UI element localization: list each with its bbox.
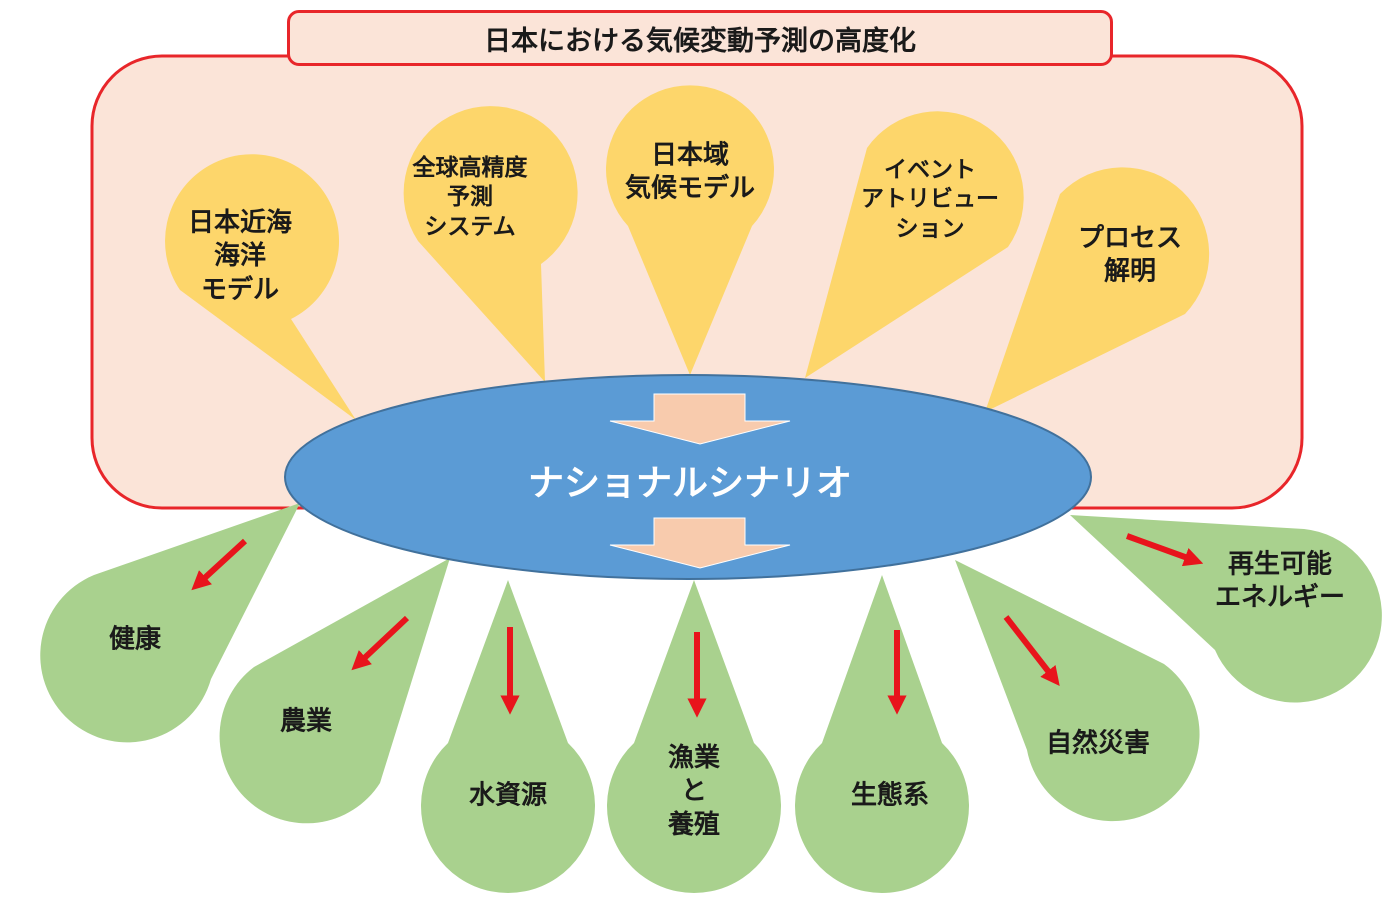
- label-line: 全球高精度: [412, 154, 528, 181]
- input-drop-nihoniki: [605, 85, 774, 375]
- national-scenario-ellipse: [284, 374, 1092, 580]
- output-drop-kenko: [40, 503, 301, 743]
- label-line: 養殖: [667, 809, 721, 840]
- flow-arrow-out: [609, 517, 791, 569]
- input-label-process: プロセス 解明: [1078, 223, 1182, 290]
- input-drop-event: [805, 111, 1024, 379]
- output-drop-seitai: [794, 575, 969, 894]
- output-label-saigai: 自然災害: [1046, 727, 1150, 760]
- label-line: モデル: [200, 274, 280, 305]
- input-label-kaiyo: 日本近海 海洋 モデル: [188, 207, 292, 307]
- label-line: プロセス: [1077, 223, 1183, 254]
- label-line: ション: [895, 215, 965, 242]
- output-drop-nogyo: [219, 558, 450, 824]
- label-line: イベント: [884, 156, 976, 183]
- input-drops: [165, 85, 1210, 420]
- red-arrow-saigai: [1003, 615, 1060, 687]
- label-line: 気候モデル: [624, 174, 756, 204]
- diagram-title: 日本における気候変動予測の高度化: [287, 10, 1113, 66]
- label-line: 健康: [108, 624, 162, 655]
- output-label-gyogyo: 漁業 と 養殖: [668, 742, 720, 842]
- label-line: アトリビュー: [861, 186, 999, 213]
- label-line: システム: [424, 213, 516, 240]
- input-label-nihoniki: 日本域 気候モデル: [625, 140, 755, 207]
- label-line: 生態系: [850, 780, 930, 811]
- input-label-zenkyu: 全球高精度 予測 システム: [413, 154, 528, 242]
- output-label-nogyo: 農業: [280, 705, 332, 738]
- output-label-mizu: 水資源: [469, 779, 547, 812]
- label-line: 日本近海: [187, 208, 293, 239]
- input-drop-zenkyu: [403, 106, 578, 382]
- output-label-kenko: 健康: [109, 623, 161, 656]
- output-drop-mizu: [421, 580, 595, 894]
- red-arrow-energy: [1125, 533, 1204, 567]
- label-line: 水資源: [468, 780, 548, 811]
- national-scenario-label: ナショナルシナリオ: [527, 463, 853, 504]
- output-label-seitai: 生態系: [851, 779, 929, 812]
- label-line: 再生可能: [1227, 549, 1333, 580]
- label-line: 予測: [447, 184, 493, 211]
- output-label-energy: 再生可能 エネルギー: [1215, 549, 1345, 616]
- label-line: 農業: [279, 706, 333, 737]
- label-line: 漁業: [667, 743, 721, 774]
- label-line: 解明: [1103, 257, 1157, 287]
- flow-arrow-in: [609, 393, 791, 445]
- input-drop-kaiyo: [165, 154, 356, 420]
- output-drop-energy: [1070, 515, 1382, 703]
- label-line: エネルギー: [1214, 583, 1346, 613]
- input-label-event: イベント アトリビュー ション: [861, 156, 999, 244]
- input-drop-process: [985, 167, 1210, 412]
- impact-arrows: [191, 533, 1204, 718]
- red-arrow-kenko: [191, 538, 248, 591]
- label-line: 海洋: [213, 241, 267, 272]
- output-drop-gyogyo: [607, 580, 781, 894]
- label-line: 自然災害: [1045, 728, 1151, 759]
- output-drops: [40, 503, 1382, 894]
- red-arrow-nogyo: [351, 615, 410, 671]
- label-line: 日本域: [650, 140, 730, 171]
- label-line: と: [680, 776, 708, 807]
